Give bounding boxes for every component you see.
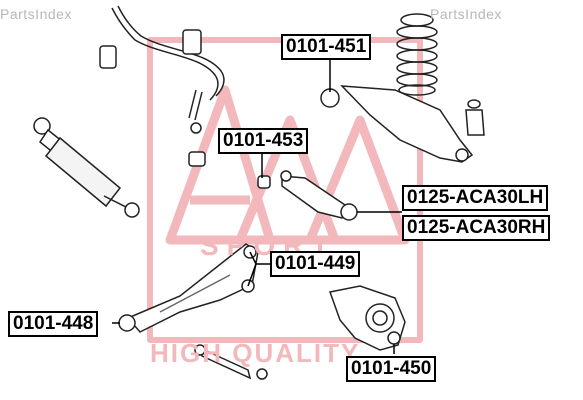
part-label-0125-aca30lh[interactable]: 0125-ACA30LH: [402, 185, 549, 211]
shock-absorber: [33, 117, 140, 218]
coil-spring: [396, 13, 438, 96]
part-label-0101-449[interactable]: 0101-449: [270, 251, 361, 277]
brand-tagline: HIGH QUALITY: [150, 338, 361, 368]
stabilizer-bar: [99, 5, 225, 167]
watermark-left: PartsIndex: [0, 6, 72, 22]
part-label-0101-450[interactable]: 0101-450: [346, 356, 437, 382]
lateral-link: [194, 344, 268, 380]
trailing-arm: [320, 85, 485, 163]
watermark-right: PartsIndex: [430, 6, 502, 22]
part-label-0125-aca30rh[interactable]: 0125-ACA30RH: [402, 215, 551, 241]
part-label-0101-451[interactable]: 0101-451: [281, 34, 372, 60]
upper-control-arm: [257, 170, 358, 221]
leader-lines: [112, 58, 402, 354]
part-label-0101-448[interactable]: 0101-448: [8, 311, 99, 337]
steering-knuckle: [329, 285, 406, 351]
part-label-0101-453[interactable]: 0101-453: [218, 128, 309, 154]
